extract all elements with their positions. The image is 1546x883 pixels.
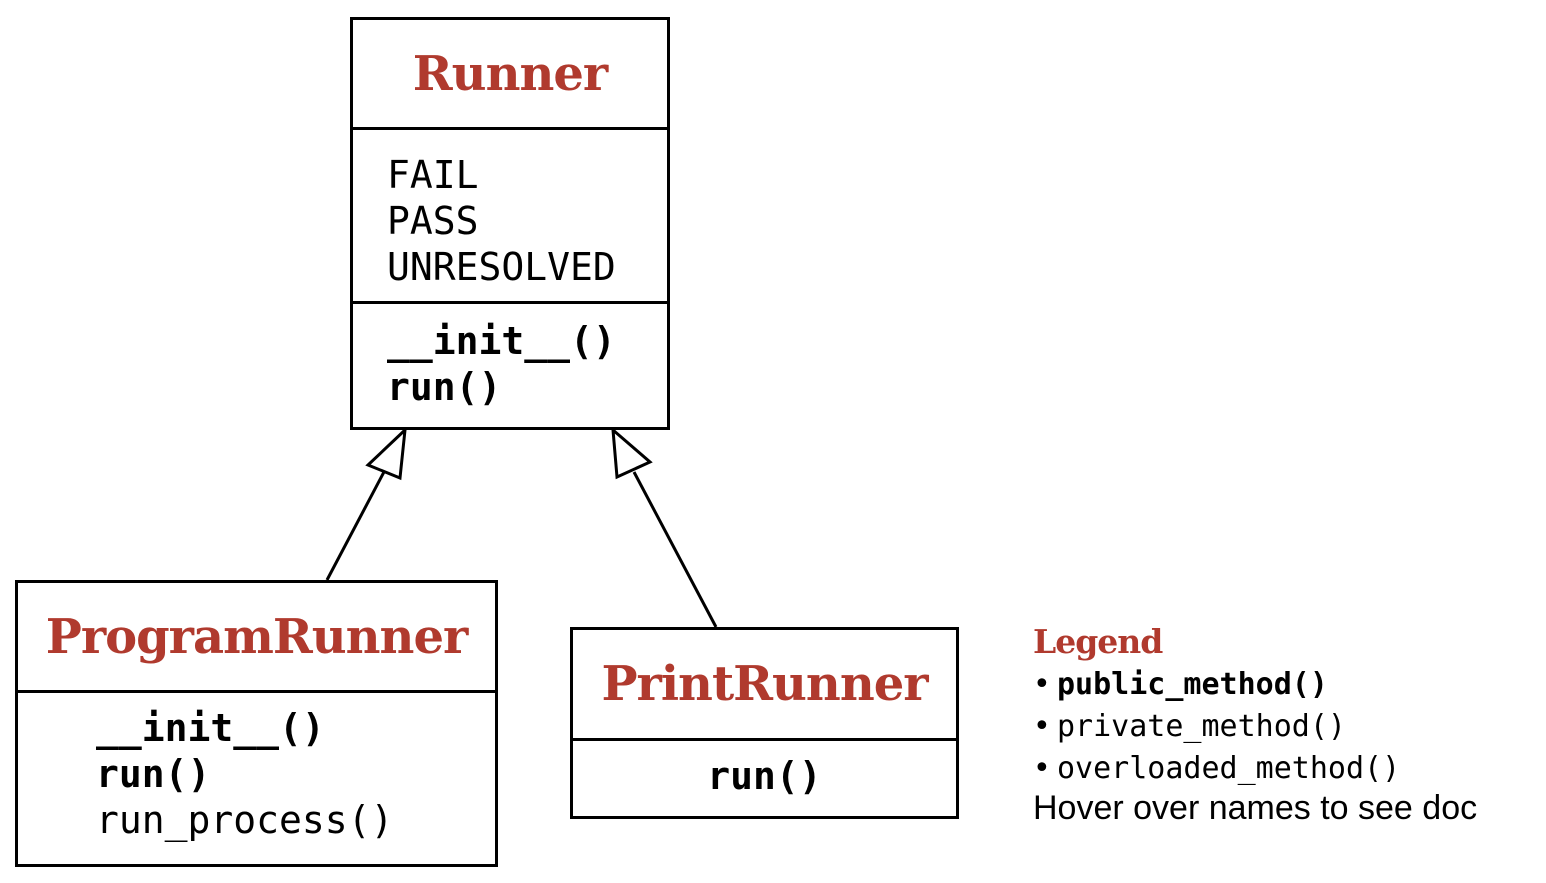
method-run[interactable]: run() bbox=[96, 752, 211, 796]
legend-item-overloaded: •overloaded_method() bbox=[1033, 748, 1533, 790]
class-programrunner: ProgramRunner __init__() run() run_proce… bbox=[15, 580, 498, 867]
legend-item-label: public_method() bbox=[1057, 667, 1328, 702]
inheritance-arrowhead bbox=[365, 426, 407, 481]
legend-title: Legend bbox=[1033, 622, 1163, 661]
inheritance-edge-printrunner-runner bbox=[611, 426, 718, 628]
class-name-programrunner[interactable]: ProgramRunner bbox=[18, 583, 495, 693]
class-runner: Runner FAIL PASS UNRESOLVED __init__() r… bbox=[350, 17, 670, 430]
legend-item-label: overloaded_method() bbox=[1057, 751, 1401, 786]
legend: Legend •public_method() •private_method(… bbox=[1033, 620, 1533, 826]
bullet-icon: • bbox=[1033, 709, 1051, 744]
class-printrunner: PrintRunner run() bbox=[570, 627, 959, 819]
legend-item-label: private_method() bbox=[1057, 709, 1346, 744]
legend-note: Hover over names to see doc bbox=[1033, 789, 1478, 827]
inheritance-edge-programrunner-runner bbox=[325, 426, 407, 581]
class-name-printrunner[interactable]: PrintRunner bbox=[573, 630, 956, 741]
method-run[interactable]: run() bbox=[387, 365, 502, 409]
bullet-icon: • bbox=[1033, 751, 1051, 786]
methods-programrunner: __init__() run() run_process() bbox=[18, 693, 495, 843]
attributes-runner: FAIL PASS UNRESOLVED bbox=[353, 130, 667, 304]
attribute-pass[interactable]: PASS bbox=[387, 199, 479, 243]
method-init[interactable]: __init__() bbox=[387, 319, 616, 363]
attribute-fail[interactable]: FAIL bbox=[387, 153, 479, 197]
legend-item-public: •public_method() bbox=[1033, 664, 1533, 706]
class-name-runner[interactable]: Runner bbox=[353, 20, 667, 130]
attribute-unresolved[interactable]: UNRESOLVED bbox=[387, 245, 616, 289]
methods-printrunner: run() bbox=[573, 741, 956, 799]
methods-runner: __init__() run() bbox=[353, 304, 667, 410]
bullet-icon: • bbox=[1033, 667, 1051, 702]
legend-item-private: •private_method() bbox=[1033, 706, 1533, 748]
inheritance-arrowhead bbox=[611, 426, 653, 480]
method-init[interactable]: __init__() bbox=[96, 706, 325, 750]
method-run-process[interactable]: run_process() bbox=[96, 798, 394, 842]
method-run[interactable]: run() bbox=[707, 754, 822, 798]
